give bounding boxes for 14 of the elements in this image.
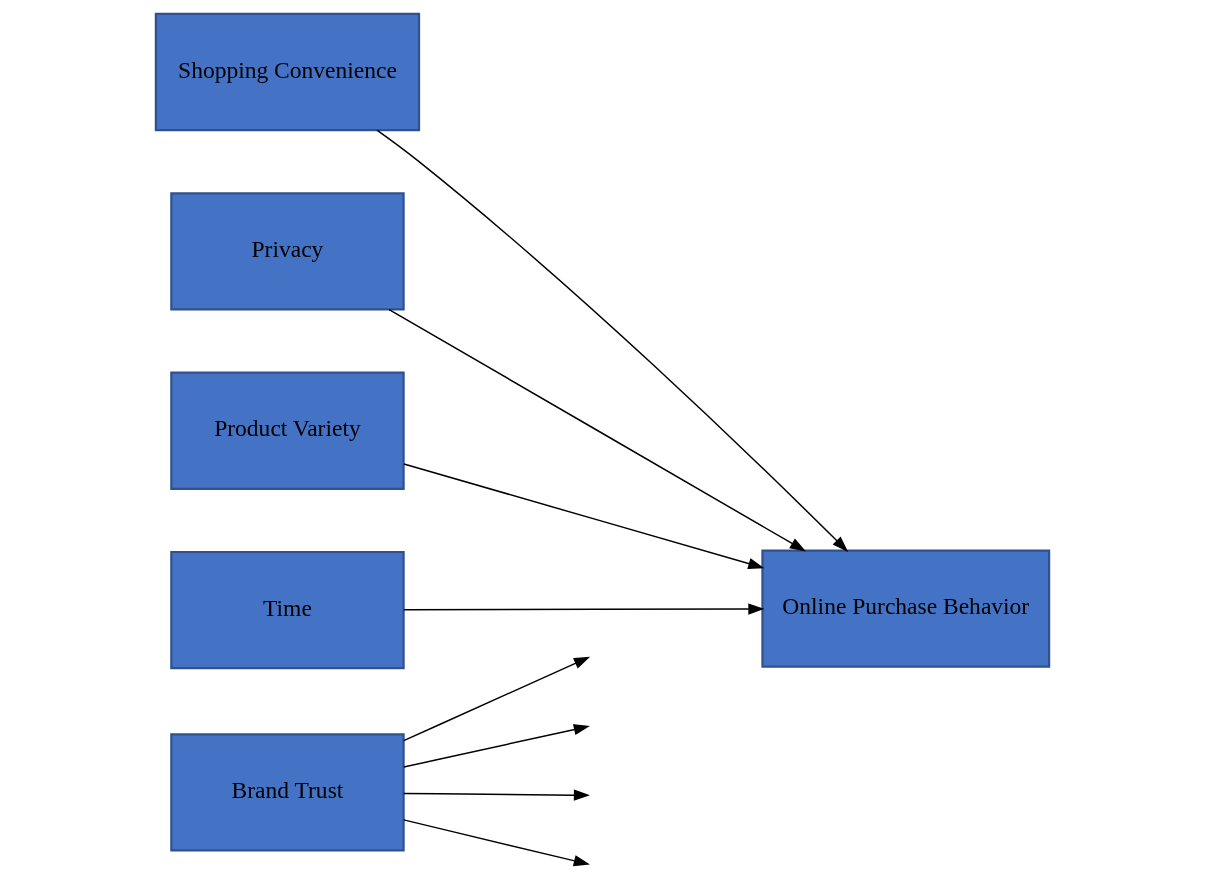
node-box: Shopping Convenience	[154, 12, 421, 132]
node-box: Time	[170, 550, 405, 670]
arrow	[403, 463, 765, 570]
arrow	[403, 603, 765, 615]
node-box: Privacy	[170, 192, 405, 311]
arrow	[403, 656, 591, 742]
arrow	[376, 129, 849, 552]
arrow	[388, 308, 807, 552]
arrow	[403, 724, 590, 768]
node-box: Brand Trust	[170, 733, 405, 852]
arrow	[403, 789, 591, 801]
node-box: Product Variety	[170, 371, 405, 490]
node-box: Online Purchase Behavior	[761, 549, 1051, 668]
arrow	[403, 819, 590, 867]
